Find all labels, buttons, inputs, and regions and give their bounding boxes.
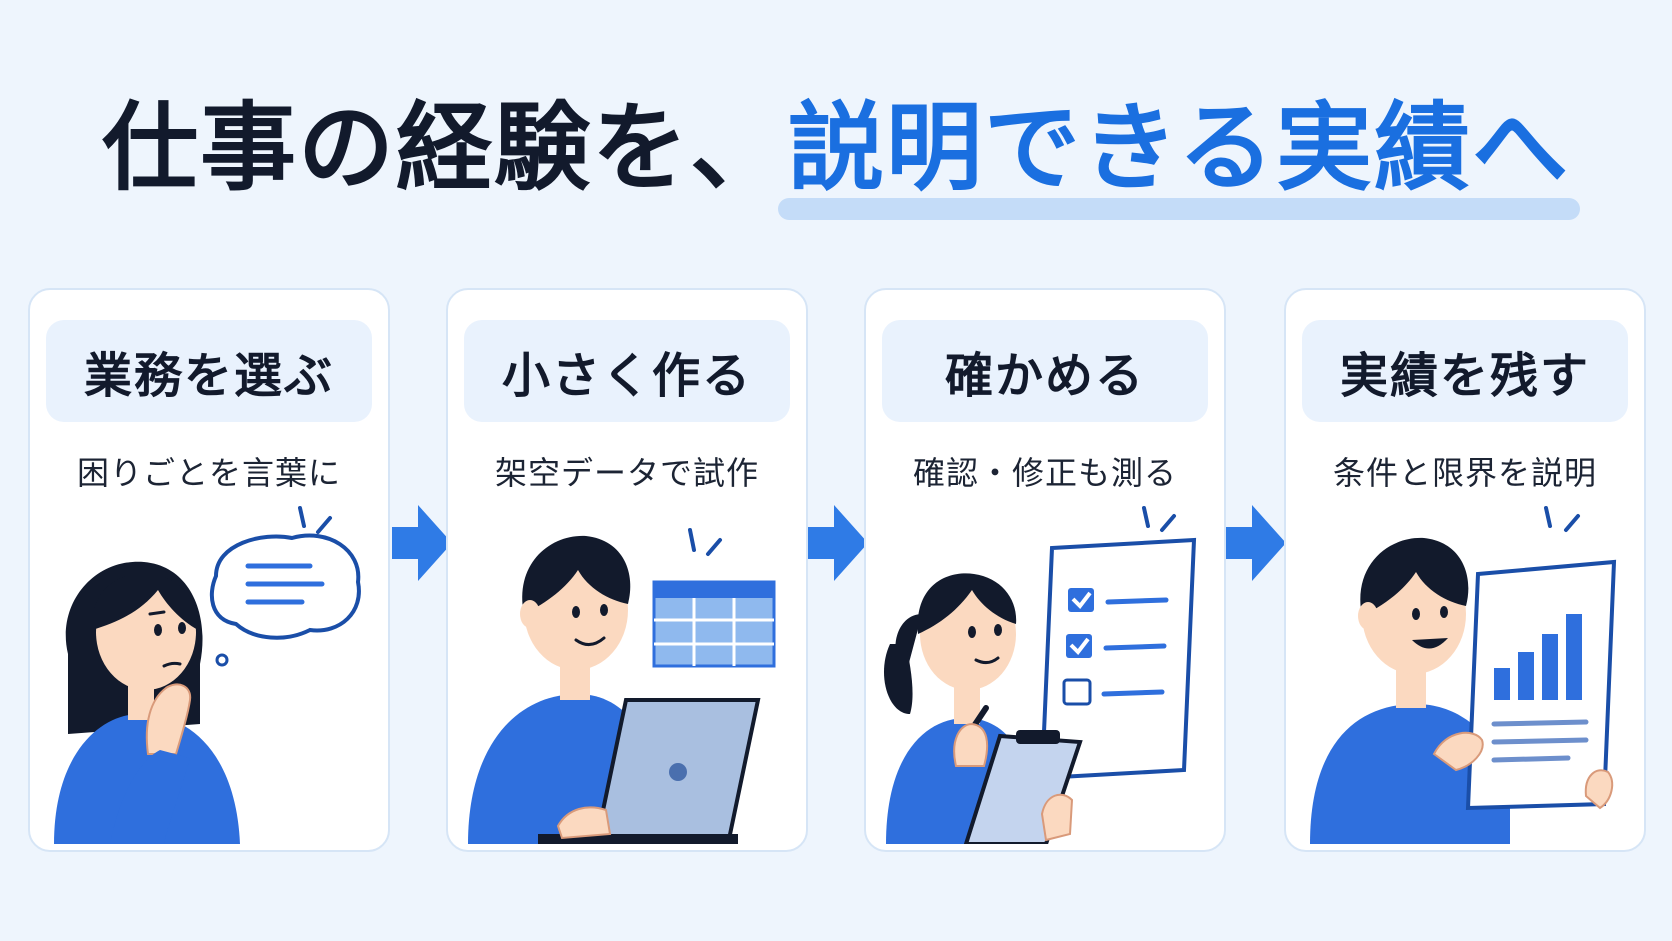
arrow-right-icon (808, 505, 868, 581)
step-card-3: 確かめる 確認・修正も測る (864, 288, 1226, 852)
step-4-subtitle: 条件と限界を説明 (1332, 454, 1597, 492)
thinking-person-illustration (54, 506, 361, 844)
step-2-title: 小さく作る (464, 320, 790, 422)
person-checklist-illustration (883, 506, 1197, 844)
step-2-subtitle: 架空データで試作 (494, 454, 759, 492)
step-card-1: 業務を選ぶ 困りごとを言葉に (28, 288, 390, 852)
person-laptop-illustration (468, 528, 776, 844)
arrow-right-icon (392, 505, 452, 581)
bar-chart-icon (1465, 506, 1617, 811)
step-card-2: 小さく作る 架空データで試作 (446, 288, 808, 852)
step-card-4: 実績を残す 条件と限界を説明 (1284, 288, 1646, 852)
title-part1: 仕事の経験を、 (101, 92, 788, 204)
laptop-icon (538, 698, 761, 844)
step-4-title: 実績を残す (1302, 320, 1628, 422)
checklist-icon (1039, 506, 1197, 781)
title-part2: 説明できる実績へ (777, 92, 1581, 220)
person-report-illustration (1310, 506, 1617, 844)
page-title: 仕事の経験を、説明できる実績へ (0, 92, 1672, 220)
step-3-subtitle: 確認・修正も測る (912, 454, 1177, 492)
step-3-title: 確かめる (882, 320, 1208, 422)
spreadsheet-icon (652, 528, 776, 668)
arrow-right-icon (1226, 505, 1286, 581)
step-1-subtitle: 困りごとを言葉に (76, 454, 341, 492)
speech-bubble-icon (209, 506, 361, 667)
step-1-title: 業務を選ぶ (46, 320, 372, 422)
